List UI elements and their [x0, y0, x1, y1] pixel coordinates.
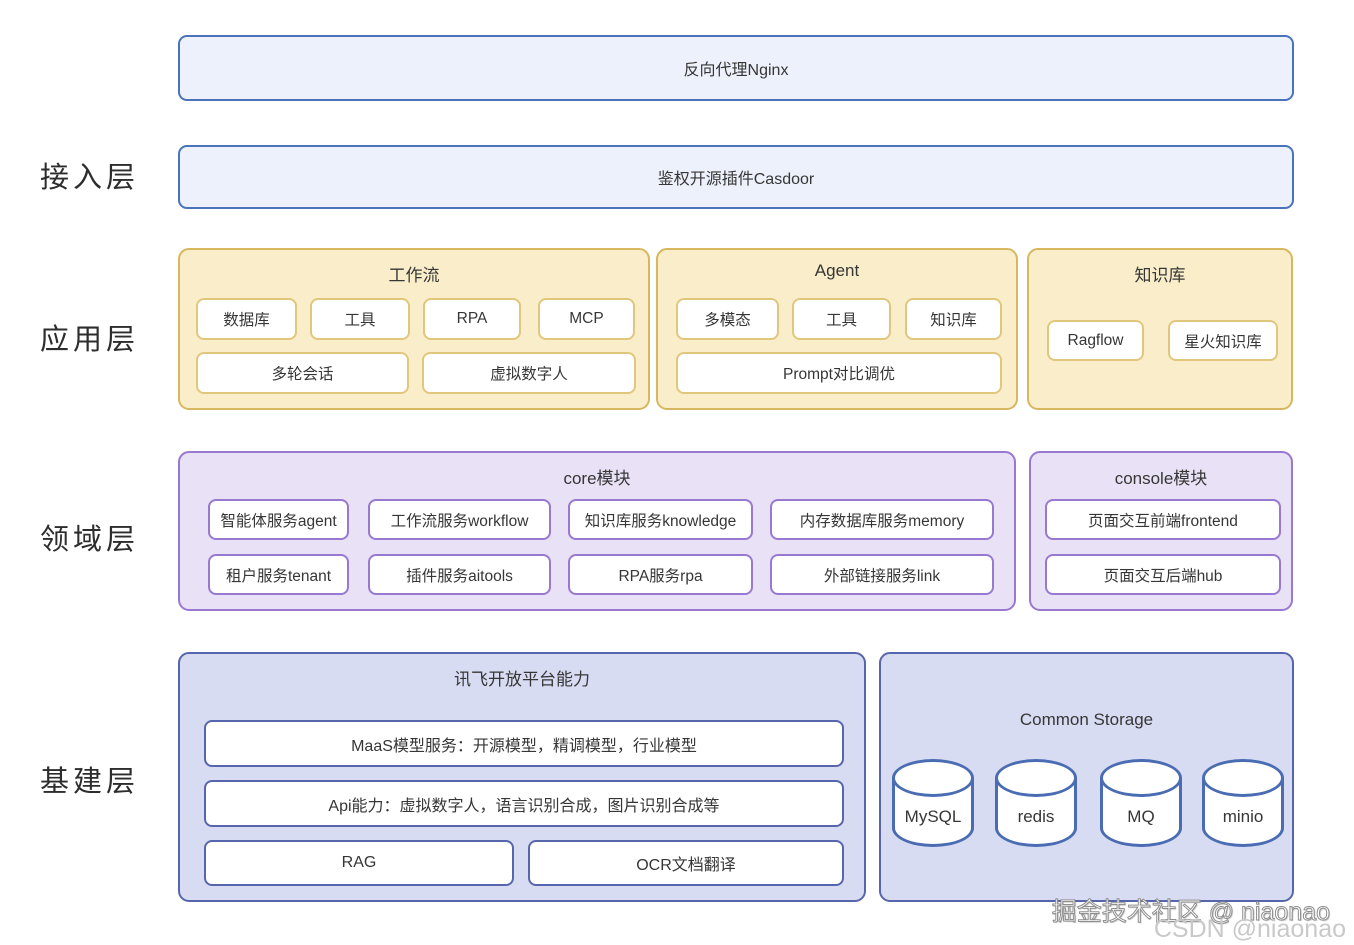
database-label-minio: minio — [1222, 807, 1264, 826]
cylinder-top-icon — [1202, 759, 1284, 797]
watermark-csdn: CSDN @niaonao — [1153, 915, 1346, 943]
workflow-item-tool: 工具 — [310, 298, 410, 340]
casdoor-box: 鉴权开源插件Casdoor — [178, 145, 1294, 209]
infra-item-rag: RAG — [204, 840, 514, 886]
iflytek-platform-title: 讯飞开放平台能力 — [454, 670, 590, 689]
cylinder-top-icon — [1100, 759, 1182, 797]
watermark-juejin: 掘金技术社区 @ niaonao — [1051, 898, 1330, 927]
database-cylinder-minio: minio — [1202, 759, 1284, 847]
layer-label-application: 应用层 — [40, 324, 140, 356]
core-item-workflow-service: 工作流服务workflow — [368, 499, 551, 540]
agent-item-multimodal: 多模态 — [676, 298, 779, 340]
core-item-knowledge-service: 知识库服务knowledge — [568, 499, 753, 540]
core-module-title: core模块 — [563, 469, 631, 488]
workflow-item-mcp: MCP — [538, 298, 635, 340]
database-label-redis: redis — [1017, 807, 1055, 826]
nginx-box: 反向代理Nginx — [178, 35, 1294, 101]
core-item-tenant-service: 租户服务tenant — [208, 554, 349, 595]
core-item-rpa-service: RPA服务rpa — [568, 554, 753, 595]
workflow-group-title: 工作流 — [388, 266, 440, 285]
workflow-item-database: 数据库 — [196, 298, 297, 340]
knowledge-group-title: 知识库 — [1134, 266, 1186, 285]
cylinder-top-icon — [995, 759, 1077, 797]
agent-item-tool: 工具 — [792, 298, 891, 340]
layer-label-infrastructure: 基建层 — [40, 766, 140, 798]
agent-item-prompt-tuning: Prompt对比调优 — [676, 352, 1002, 394]
common-storage-group: Common Storage MySQL redis MQ minio — [879, 652, 1294, 902]
database-label-mq: MQ — [1127, 807, 1155, 826]
infra-item-ocr: OCR文档翻译 — [528, 840, 844, 886]
infra-item-api: Api能力：虚拟数字人，语言识别合成，图片识别合成等 — [204, 780, 844, 827]
common-storage-title: Common Storage — [1019, 710, 1154, 729]
iflytek-platform-group: 讯飞开放平台能力 MaaS模型服务：开源模型，精调模型，行业模型 Api能力：虚… — [178, 652, 866, 902]
console-item-hub: 页面交互后端hub — [1045, 554, 1281, 595]
console-module-group: console模块 页面交互前端frontend 页面交互后端hub — [1029, 451, 1293, 611]
layer-label-domain: 领域层 — [40, 524, 140, 556]
workflow-item-virtual-human: 虚拟数字人 — [422, 352, 636, 394]
database-label-mysql: MySQL — [904, 807, 962, 826]
core-item-link-service: 外部链接服务link — [770, 554, 994, 595]
infra-item-maas: MaaS模型服务：开源模型，精调模型，行业模型 — [204, 720, 844, 767]
core-item-memory-service: 内存数据库服务memory — [770, 499, 994, 540]
workflow-group: 工作流 数据库 工具 RPA MCP 多轮会话 虚拟数字人 — [178, 248, 650, 410]
workflow-item-multiturn-chat: 多轮会话 — [196, 352, 409, 394]
core-module-group: core模块 智能体服务agent 工作流服务workflow 知识库服务kno… — [178, 451, 1016, 611]
agent-group-title: Agent — [814, 261, 860, 280]
knowledge-group: 知识库 Ragflow 星火知识库 — [1027, 248, 1293, 410]
knowledge-item-ragflow: Ragflow — [1047, 320, 1144, 361]
database-cylinder-mq: MQ — [1100, 759, 1182, 847]
core-item-aitools-service: 插件服务aitools — [368, 554, 551, 595]
agent-group: Agent 多模态 工具 知识库 Prompt对比调优 — [656, 248, 1018, 410]
core-item-agent-service: 智能体服务agent — [208, 499, 349, 540]
workflow-item-rpa: RPA — [423, 298, 521, 340]
layer-label-access: 接入层 — [40, 162, 140, 194]
console-item-frontend: 页面交互前端frontend — [1045, 499, 1281, 540]
console-module-title: console模块 — [1114, 469, 1208, 488]
agent-item-knowledge: 知识库 — [905, 298, 1002, 340]
cylinder-top-icon — [892, 759, 974, 797]
database-cylinder-mysql: MySQL — [892, 759, 974, 847]
knowledge-item-spark: 星火知识库 — [1168, 320, 1278, 361]
database-cylinder-redis: redis — [995, 759, 1077, 847]
